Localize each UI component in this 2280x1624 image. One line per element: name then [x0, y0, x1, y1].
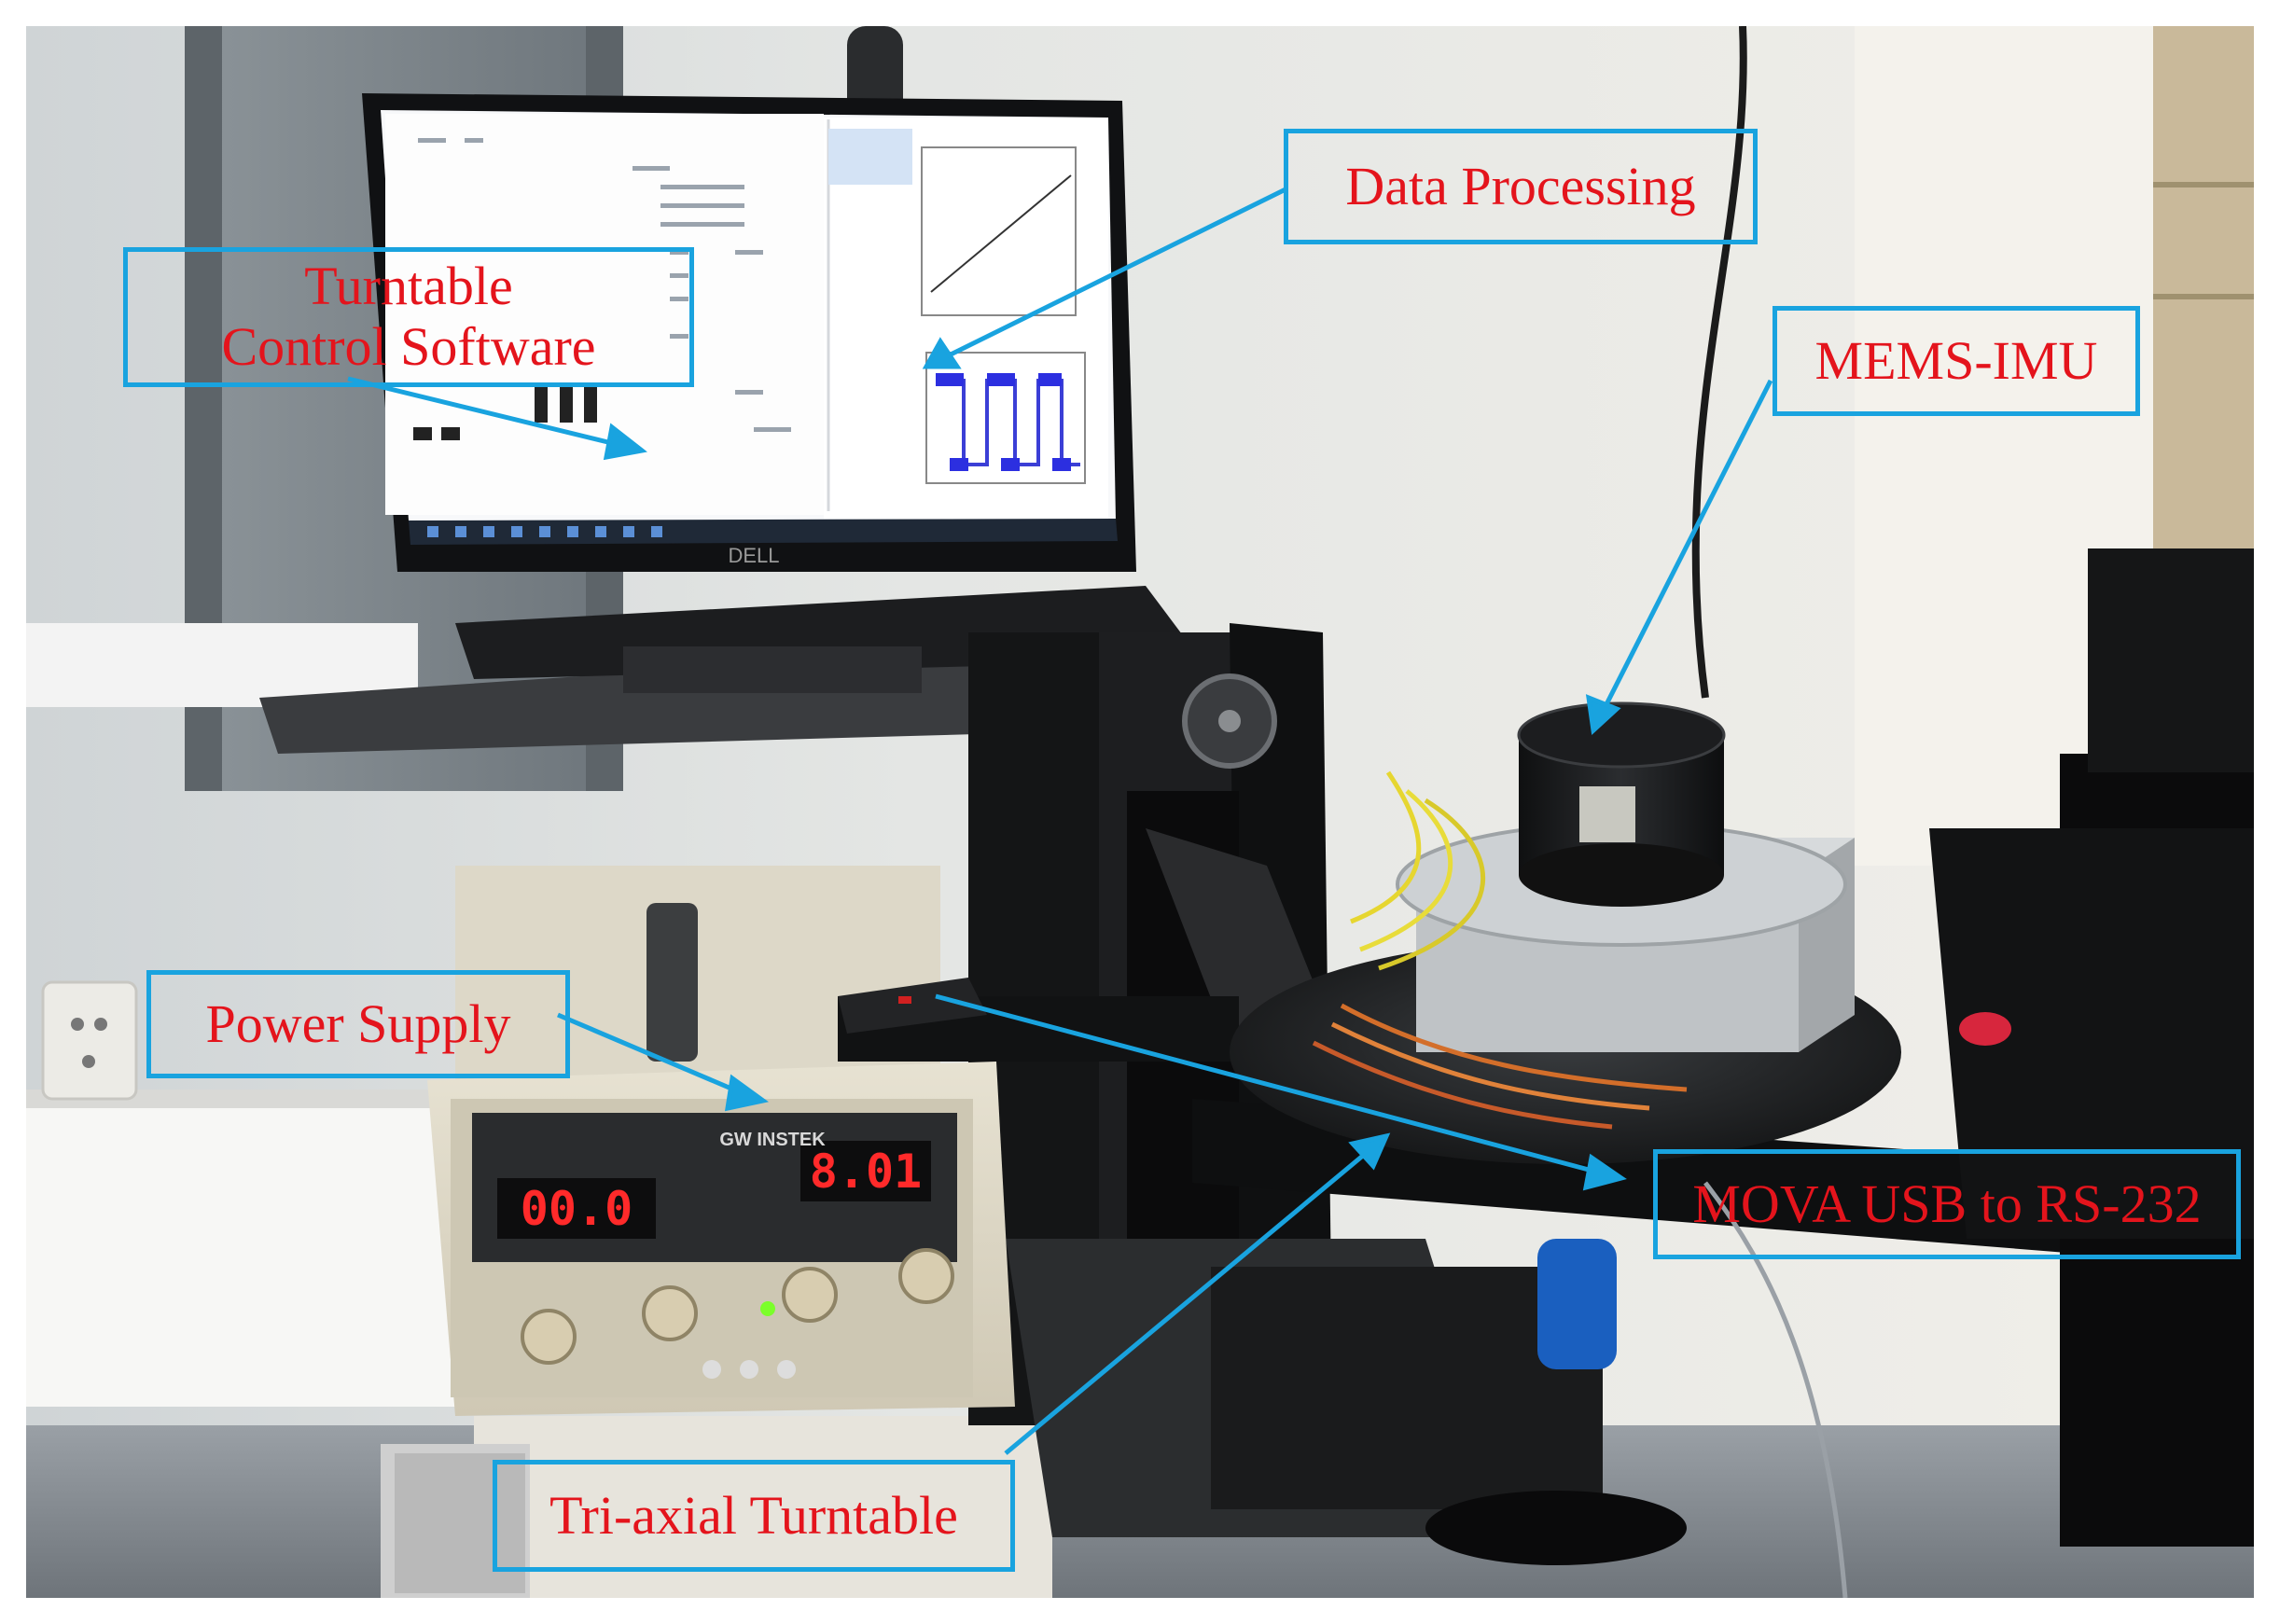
psu-current-display: 8.01 [810, 1145, 922, 1199]
label-turntable-control-software: Turntable Control Software [123, 247, 694, 387]
label-turntable-control-software-line2: Control Software [221, 316, 596, 377]
label-mova-usb-rs232: MOVA USB to RS-232 [1653, 1149, 2241, 1259]
label-data-processing: Data Processing [1284, 129, 1758, 244]
label-turntable-control-software-line1: Turntable [304, 256, 513, 317]
annotation-arrows [347, 187, 1773, 1455]
lab-photo: DELL 00.0 8.01 [26, 26, 2254, 1598]
label-power-supply: Power Supply [146, 970, 570, 1078]
label-power-supply-text: Power Supply [205, 992, 511, 1054]
laptop-brand-logo: DELL [728, 544, 779, 567]
label-mems-imu: MEMS-IMU [1773, 306, 2140, 416]
psu-brand-logo: GW INSTEK [719, 1130, 826, 1150]
psu-voltage-display: 00.0 [521, 1182, 633, 1236]
label-data-processing-text: Data Processing [1345, 155, 1696, 216]
label-mova-usb-rs232-text: MOVA USB to RS-232 [1692, 1173, 2202, 1234]
label-tri-axial-turntable: Tri-axial Turntable [493, 1460, 1015, 1572]
label-mems-imu-text: MEMS-IMU [1814, 329, 2098, 391]
label-tri-axial-turntable-text: Tri-axial Turntable [549, 1484, 958, 1546]
